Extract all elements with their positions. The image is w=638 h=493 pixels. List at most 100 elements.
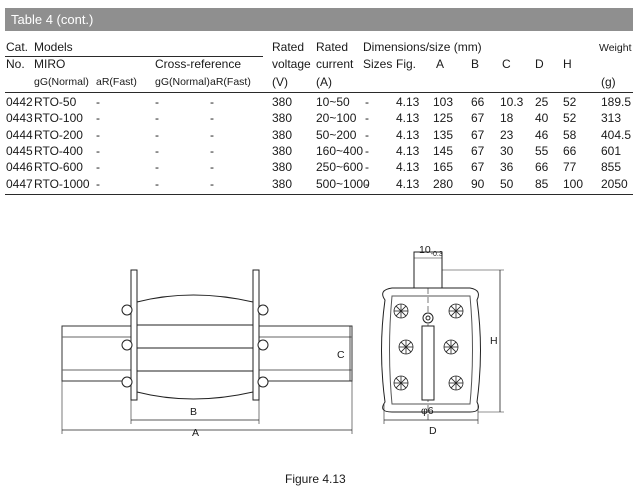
label-d: D: [429, 425, 437, 437]
cell-size: -: [365, 111, 369, 126]
header-cat: Cat.: [6, 40, 29, 54]
divider: [5, 92, 633, 93]
cell-ar: -: [96, 95, 100, 109]
cell-size: -: [365, 160, 369, 175]
cell-fig: 4.13: [396, 95, 420, 109]
cell-current: 20~100: [316, 111, 357, 126]
cell-fig: 4.13: [396, 176, 420, 191]
cell-b: 90: [471, 176, 485, 191]
cell-xar: -: [210, 176, 214, 191]
label-hole: φ6: [421, 405, 434, 417]
cell-v: 380: [272, 176, 293, 191]
header-a: A: [436, 57, 445, 71]
cell-ar: -: [96, 127, 100, 142]
cell-v: 380: [272, 143, 293, 158]
cell-cat: 0443: [6, 111, 33, 126]
header-b: B: [471, 57, 480, 71]
cell-current: 250~600: [316, 160, 364, 175]
cell-ar: -: [96, 176, 100, 191]
cell-weight: 2050: [601, 176, 628, 191]
cell-cat: 0447: [6, 176, 33, 191]
cell-fig: 4.13: [396, 160, 420, 175]
header-current: current: [316, 57, 354, 71]
cell-xgg: -: [155, 111, 159, 126]
header-ar-fast: aR(Fast): [96, 76, 137, 88]
header-xref-gg: gG(Normal): [155, 76, 210, 88]
cell-v: 380: [272, 95, 293, 109]
cell-b: 67: [471, 111, 485, 126]
cell-c: 23: [500, 127, 514, 142]
header-models: Models: [34, 40, 73, 54]
cell-ar: -: [96, 143, 100, 158]
cell-gg: RTO-600: [34, 160, 83, 175]
header-no: No.: [6, 57, 25, 71]
header-cross-reference: Cross-reference: [155, 57, 242, 71]
cell-h: 58: [563, 127, 577, 142]
mounting-holes: [393, 303, 464, 391]
cell-cat: 0446: [6, 160, 33, 175]
cell-weight: 189.5: [601, 95, 632, 109]
cell-xar: -: [210, 111, 214, 126]
cell-a: 125: [433, 111, 454, 126]
cell-a: 103: [433, 95, 454, 109]
header-voltage-unit: (V): [272, 75, 288, 89]
header-rated-current-1: Rated: [316, 40, 349, 54]
cell-current: 160~400: [316, 143, 364, 158]
cell-xgg: -: [155, 143, 159, 158]
cell-gg: RTO-50: [34, 95, 77, 109]
cell-h: 52: [563, 95, 577, 109]
cell-c: 50: [500, 176, 514, 191]
cell-size: -: [365, 95, 369, 109]
cell-fig: 4.13: [396, 143, 420, 158]
header-weight-unit: (g): [601, 75, 616, 89]
cell-v: 380: [272, 127, 293, 142]
header-current-unit: (A): [316, 75, 332, 89]
header-h: H: [563, 57, 572, 71]
cell-current: 500~1000: [316, 176, 370, 191]
cell-d: 85: [535, 176, 549, 191]
cell-gg: RTO-400: [34, 143, 83, 158]
cell-ar: -: [96, 111, 100, 126]
header-c: C: [502, 57, 511, 71]
cell-weight: 855: [601, 160, 622, 175]
cell-xgg: -: [155, 127, 159, 142]
cell-gg: RTO-200: [34, 127, 83, 142]
cell-h: 100: [563, 176, 584, 191]
cell-fig: 4.13: [396, 111, 420, 126]
header-d: D: [535, 57, 544, 71]
cell-weight: 404.5: [601, 127, 632, 142]
cell-xar: -: [210, 160, 214, 175]
cell-a: 135: [433, 127, 454, 142]
cell-d: 25: [535, 95, 549, 109]
divider: [5, 56, 263, 57]
label-c: C: [337, 349, 345, 361]
cell-weight: 601: [601, 143, 622, 158]
header-weight: Weight: [599, 42, 632, 54]
header-rated-voltage-1: Rated: [272, 40, 305, 54]
cell-weight: 313: [601, 111, 622, 126]
cell-d: 66: [535, 160, 549, 175]
table-title: Table 4 (cont.): [11, 12, 94, 27]
cell-c: 18: [500, 111, 514, 126]
cell-xar: -: [210, 127, 214, 142]
cell-h: 66: [563, 143, 577, 158]
label-a: A: [192, 427, 200, 439]
cell-size: -: [365, 176, 369, 191]
header-fig: Fig.: [396, 57, 417, 71]
cell-a: 145: [433, 143, 454, 158]
cell-v: 380: [272, 111, 293, 126]
cell-h: 77: [563, 160, 577, 175]
header-dimensions: Dimensions/size (mm): [363, 40, 482, 54]
cell-c: 36: [500, 160, 514, 175]
cell-c: 30: [500, 143, 514, 158]
header-voltage: voltage: [272, 57, 311, 71]
cell-xar: -: [210, 143, 214, 158]
cell-cat: 0445: [6, 143, 33, 158]
cell-a: 165: [433, 160, 454, 175]
cell-fig: 4.13: [396, 127, 420, 142]
cell-v: 380: [272, 160, 293, 175]
cell-current: 50~200: [316, 127, 357, 142]
header-xref-ar: aR(Fast): [210, 76, 251, 88]
cell-b: 67: [471, 143, 485, 158]
